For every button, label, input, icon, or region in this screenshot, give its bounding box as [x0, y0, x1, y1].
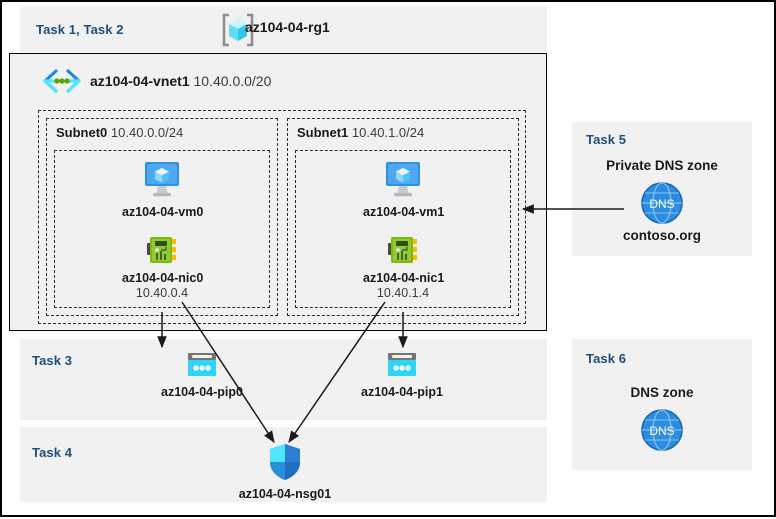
vnet-name: az104-04-vnet1	[90, 73, 190, 89]
public-ip-address-icon	[185, 353, 219, 384]
nic0-ip: 10.40.0.4	[135, 286, 189, 300]
subnet0-header: Subnet0 10.40.0.0/24	[56, 125, 183, 140]
nsg-name: az104-04-nsg01	[238, 487, 332, 501]
dns-zone-title: DNS zone	[630, 385, 694, 400]
subnet1-label: Subnet1	[297, 125, 349, 140]
nic1-node[interactable]: az104-04-nic1 10.40.1.4	[363, 234, 445, 301]
virtual-network-icon	[40, 68, 84, 99]
nic0-name: az104-04-nic0	[122, 271, 204, 285]
pip0-name: az104-04-pip0	[161, 385, 243, 399]
subnet-group-boundary	[38, 110, 526, 324]
public-ip-address-icon	[385, 353, 419, 384]
task-label-1-2: Task 1, Task 2	[36, 22, 124, 37]
vm0-node[interactable]: az104-04-vm0	[122, 160, 204, 220]
network-interface-icon	[144, 237, 180, 270]
virtual-machine-icon	[141, 162, 183, 204]
nic1-name: az104-04-nic1	[363, 271, 445, 285]
vm1-node[interactable]: az104-04-vm1	[363, 160, 445, 220]
private-dns-zone-name: contoso.org	[623, 228, 701, 243]
pip0-node[interactable]: az104-04-pip0	[122, 350, 282, 400]
task-label-6: Task 6	[586, 351, 627, 366]
pip1-node[interactable]: az104-04-pip1	[322, 350, 482, 400]
resource-group-icon	[219, 11, 257, 54]
private-dns-zone-title: Private DNS zone	[606, 158, 718, 173]
task-label-4: Task 4	[32, 445, 73, 460]
task6-panel: Task 6 DNS zone DNS	[572, 339, 752, 470]
subnet0-label: Subnet0	[56, 125, 108, 140]
vnet-address-space: 10.40.0.0/20	[193, 73, 272, 89]
network-security-group-icon	[267, 444, 303, 486]
resource-group-name: az104-04-rg1	[245, 19, 330, 35]
nic1-ip: 10.40.1.4	[376, 286, 430, 300]
svg-text:DNS: DNS	[649, 197, 674, 211]
resource-group-band: Task 1, Task 2	[20, 6, 547, 52]
pip1-name: az104-04-pip1	[361, 385, 443, 399]
subnet0-inner-boundary	[54, 150, 270, 308]
task-label-5: Task 5	[586, 132, 627, 147]
task3-panel: Task 3	[20, 339, 547, 420]
vnet-container	[9, 53, 547, 331]
task-label-3: Task 3	[32, 353, 73, 368]
nic0-node[interactable]: az104-04-nic0 10.40.0.4	[122, 234, 204, 301]
vm1-name: az104-04-vm1	[363, 205, 445, 219]
network-interface-icon	[385, 237, 421, 270]
task5-panel: Task 5 Private DNS zone DNS contoso.org	[572, 122, 752, 256]
virtual-machine-icon	[382, 162, 424, 204]
nsg-node[interactable]: az104-04-nsg01	[205, 442, 365, 502]
vm0-name: az104-04-vm0	[122, 205, 204, 219]
subnet1-cidr: 10.40.1.0/24	[351, 125, 425, 140]
svg-text:DNS: DNS	[649, 424, 674, 438]
subnet0-cidr: 10.40.0.0/24	[110, 125, 184, 140]
dns-zone-icon: DNS	[572, 407, 752, 458]
dns-zone-icon: DNS	[572, 180, 752, 231]
subnet1-inner-boundary	[295, 150, 511, 308]
subnet1-header: Subnet1 10.40.1.0/24	[297, 125, 424, 140]
vnet-header: az104-04-vnet1 10.40.0.0/20	[90, 73, 271, 89]
